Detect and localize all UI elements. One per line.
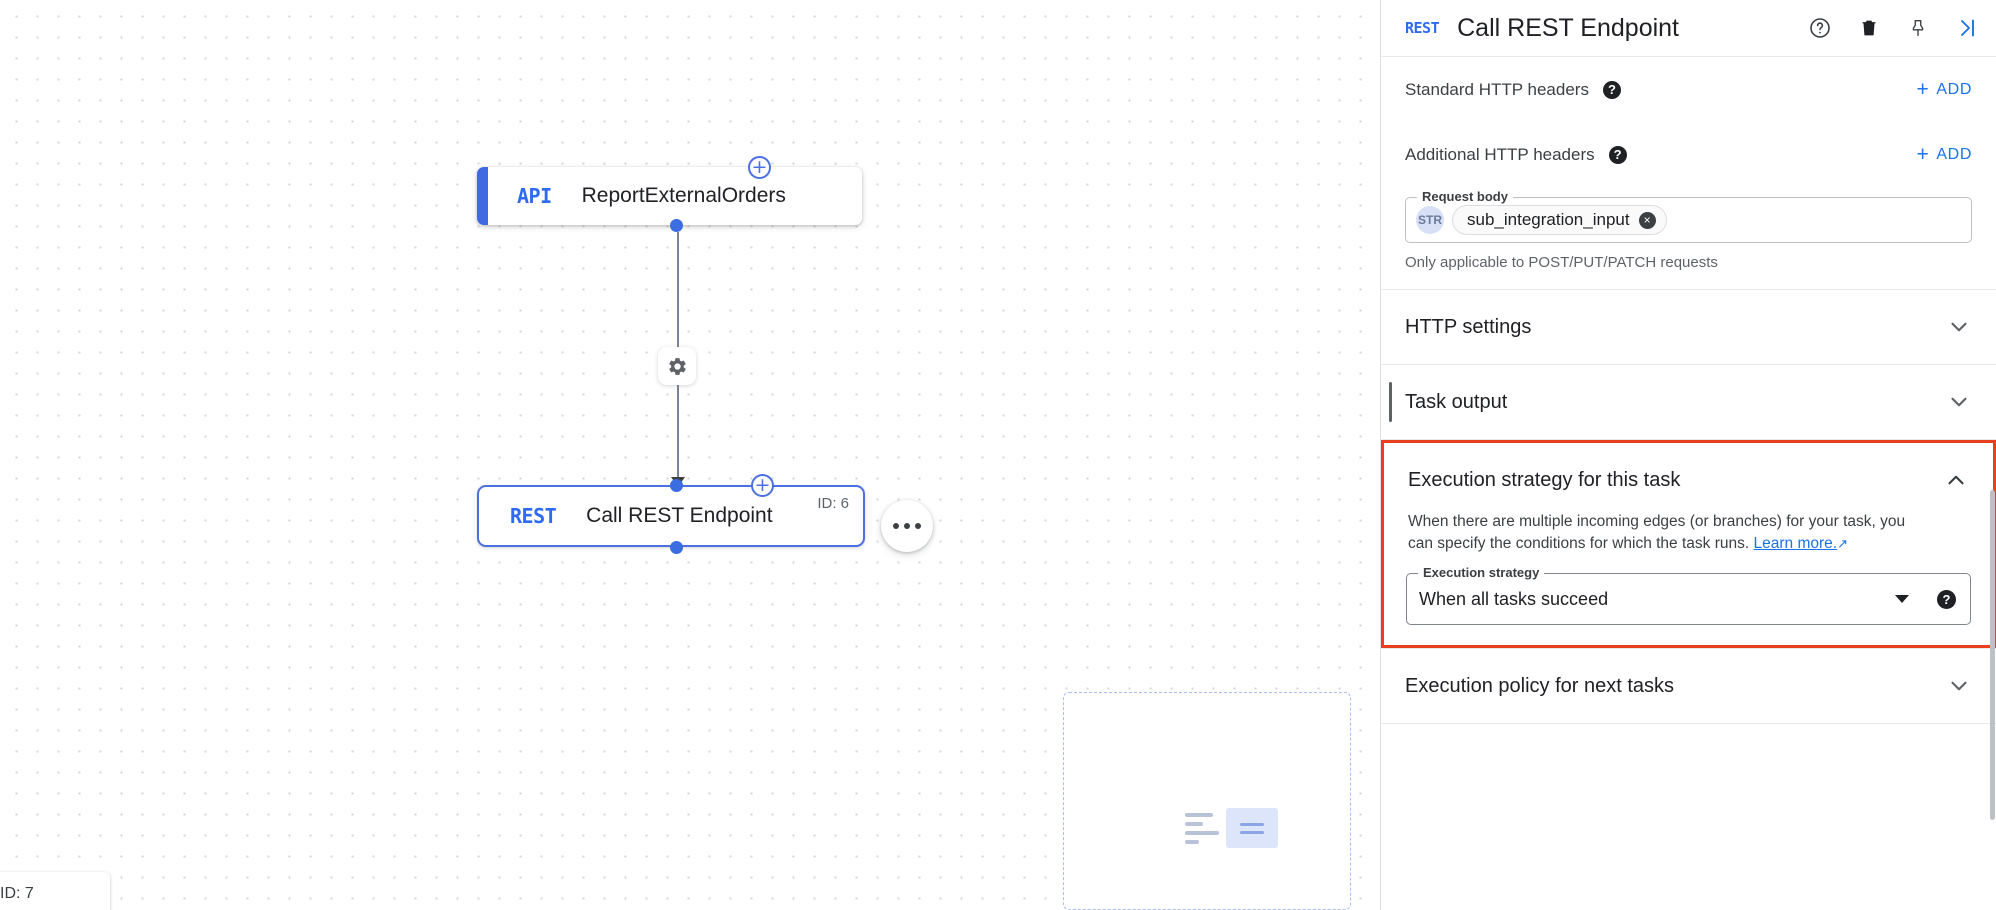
execution-strategy-select-label: Execution strategy — [1418, 565, 1545, 580]
execution-strategy-select[interactable]: Execution strategy When all tasks succee… — [1406, 565, 1971, 625]
chevron-up-icon[interactable] — [1943, 467, 1969, 493]
page-title: Call REST Endpoint — [1457, 13, 1679, 42]
add-additional-header-label: ADD — [1936, 145, 1972, 163]
execution-strategy-description-line1: When there are multiple incoming edges (… — [1408, 513, 1876, 530]
collapse-panel-icon[interactable] — [1954, 15, 1980, 41]
additional-http-headers-label: Additional HTTP headers — [1405, 144, 1595, 164]
section-http-settings[interactable]: HTTP settings — [1381, 290, 1996, 364]
panel-header-actions — [1807, 15, 1980, 41]
task-config-panel: REST Call REST Endpoint — [1380, 0, 1996, 910]
node-output-connector-api[interactable] — [670, 219, 683, 232]
offscreen-node-id: ID: 7 — [0, 885, 34, 902]
more-horizontal-icon — [915, 523, 921, 529]
node-call-rest-endpoint[interactable]: REST Call REST Endpoint ID: 6 — [477, 485, 865, 547]
plus-icon: + — [1916, 78, 1930, 101]
add-node-button-rest[interactable]: + — [751, 474, 774, 497]
offscreen-node-card — [0, 872, 110, 910]
close-icon[interactable]: × — [1638, 211, 1656, 229]
add-node-button-api[interactable]: + — [748, 156, 771, 179]
workflow-canvas[interactable]: ID: 7 API ReportExternalOrders + REST Ca… — [0, 0, 1380, 910]
standard-http-headers-row: Standard HTTP headers ? + ADD — [1381, 57, 1996, 122]
node-type-badge: REST — [510, 504, 557, 528]
execution-strategy-description-line2: you can specify the conditions for which… — [1408, 513, 1906, 552]
learn-more-link[interactable]: Learn more. — [1753, 535, 1838, 552]
request-body-helper-text: Only applicable to POST/PUT/PATCH reques… — [1405, 254, 1718, 271]
section-execution-policy-label: Execution policy for next tasks — [1405, 674, 1675, 697]
placeholder-node[interactable] — [1063, 692, 1351, 910]
chevron-down-icon — [1946, 314, 1972, 340]
node-id-label: ID: 6 — [817, 495, 849, 512]
edge-settings-button[interactable] — [658, 347, 696, 385]
node-report-external-orders[interactable]: API ReportExternalOrders — [477, 167, 862, 225]
add-standard-header-label: ADD — [1936, 80, 1972, 98]
divider — [1381, 364, 1996, 365]
section-execution-policy[interactable]: Execution policy for next tasks — [1381, 649, 1996, 723]
request-body-field[interactable]: Request body STR sub_integration_input × — [1405, 189, 1972, 243]
section-indicator-bar — [1389, 382, 1392, 422]
node-context-menu-button[interactable] — [881, 500, 933, 552]
pin-icon[interactable] — [1905, 15, 1931, 41]
node-type-badge: API — [517, 184, 552, 208]
divider — [1381, 439, 1996, 440]
section-execution-strategy-header[interactable]: Execution strategy for this task — [1384, 443, 1993, 517]
panel-scrollbar[interactable] — [1990, 490, 1995, 820]
divider — [1381, 289, 1996, 290]
request-body-variable-chip[interactable]: sub_integration_input × — [1452, 205, 1667, 235]
standard-http-headers-label: Standard HTTP headers — [1405, 79, 1589, 99]
plus-icon: + — [1916, 143, 1930, 166]
panel-body[interactable]: Standard HTTP headers ? + ADD Additional… — [1381, 57, 1996, 910]
node-title: ReportExternalOrders — [581, 184, 786, 207]
request-body-label: Request body — [1417, 189, 1513, 204]
variable-type-badge: STR — [1416, 206, 1444, 234]
panel-header: REST Call REST Endpoint — [1381, 0, 1996, 57]
additional-http-headers-row: Additional HTTP headers ? + ADD — [1381, 122, 1996, 187]
request-body-variable-name: sub_integration_input — [1467, 210, 1630, 229]
add-standard-header-button[interactable]: + ADD — [1917, 79, 1972, 100]
placeholder-card-icon — [1226, 808, 1278, 848]
delete-icon[interactable] — [1856, 15, 1882, 41]
divider — [1381, 648, 1996, 649]
node-input-connector-rest[interactable] — [670, 479, 683, 492]
section-task-output[interactable]: Task output — [1381, 365, 1996, 439]
help-icon[interactable]: ? — [1602, 80, 1621, 99]
node-output-connector-rest[interactable] — [670, 541, 683, 554]
gear-icon — [667, 356, 688, 377]
add-additional-header-button[interactable]: + ADD — [1917, 144, 1972, 165]
chevron-down-icon — [1946, 389, 1972, 415]
help-icon[interactable]: ? — [1937, 589, 1956, 609]
node-title: Call REST Endpoint — [586, 504, 773, 527]
section-http-settings-label: HTTP settings — [1405, 315, 1532, 338]
chevron-down-icon[interactable] — [1895, 595, 1909, 603]
external-link-icon: ↗ — [1837, 536, 1848, 551]
execution-strategy-section[interactable]: Execution strategy for this task When th… — [1381, 440, 1996, 648]
placeholder-node-graphic — [1185, 808, 1278, 848]
section-task-output-label: Task output — [1405, 390, 1508, 413]
execution-strategy-description: When there are multiple incoming edges (… — [1384, 511, 1944, 555]
execution-strategy-selected-value: When all tasks succeed — [1419, 588, 1609, 609]
chevron-down-icon — [1946, 673, 1972, 699]
section-execution-strategy-label: Execution strategy for this task — [1408, 468, 1681, 491]
more-horizontal-icon — [893, 523, 899, 529]
placeholder-lines-icon — [1185, 812, 1219, 844]
panel-type-badge: REST — [1405, 19, 1440, 37]
divider — [1381, 723, 1996, 724]
help-icon[interactable] — [1807, 15, 1833, 41]
more-horizontal-icon — [904, 523, 910, 529]
help-icon[interactable]: ? — [1608, 145, 1627, 164]
